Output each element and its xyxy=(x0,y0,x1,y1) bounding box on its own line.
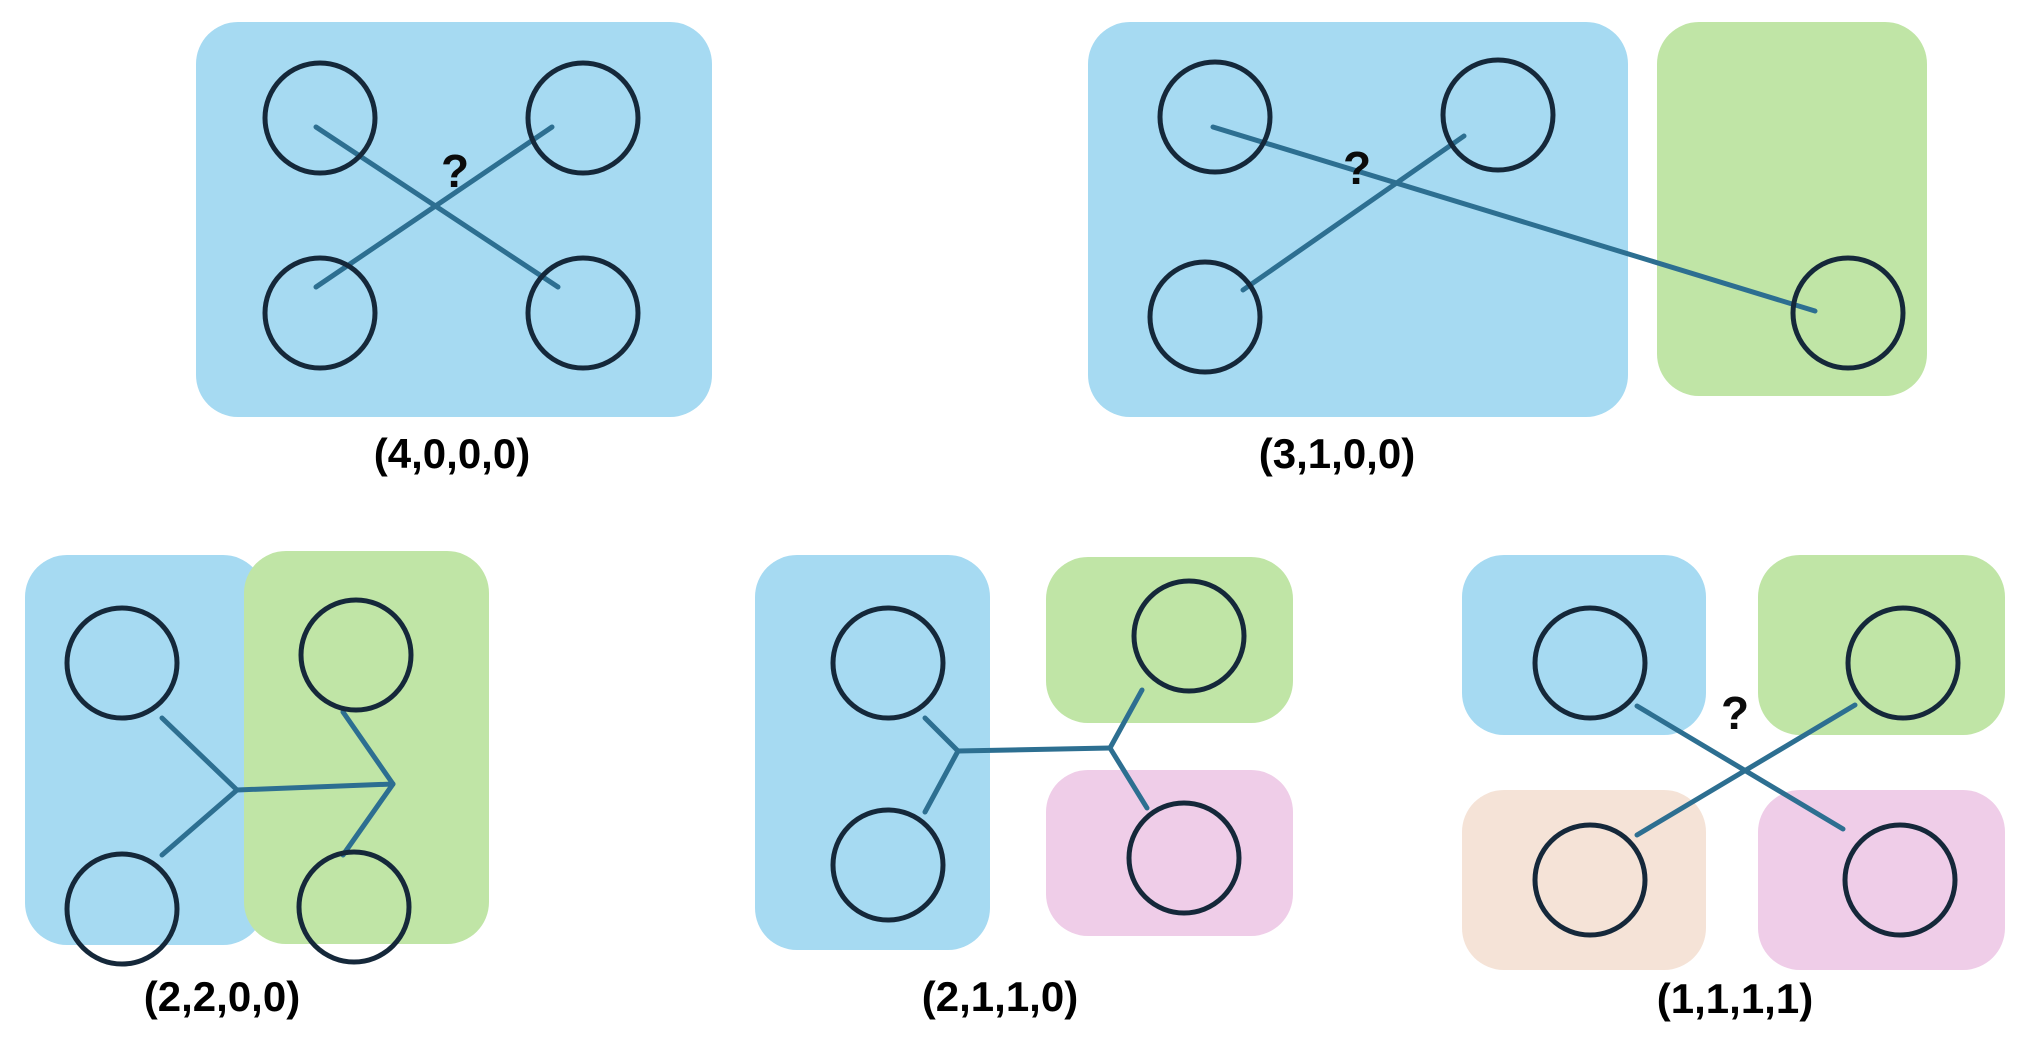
edge-blue-to-pink-1111 xyxy=(1634,703,1846,832)
question-mark-1111: ? xyxy=(1721,687,1749,739)
node-bottom-right-4000 xyxy=(525,255,641,371)
block-green-2110 xyxy=(1046,557,1293,723)
question-mark-4000: ? xyxy=(441,145,469,197)
node-green-2110 xyxy=(1131,578,1247,694)
node-green-3100 xyxy=(1790,255,1906,371)
block-blue-3100 xyxy=(1088,22,1628,417)
edge-bridge-2200 xyxy=(234,781,396,793)
panel-label-2200: (2,2,0,0) xyxy=(144,973,300,1020)
panel-4000: ? (4,0,0,0) xyxy=(196,22,712,477)
node-blue-top-2200 xyxy=(64,605,180,721)
panel-label-3100: (3,1,0,0) xyxy=(1259,430,1415,477)
node-top-right-3100 xyxy=(1440,57,1556,173)
node-top-right-4000 xyxy=(525,60,641,176)
node-pink-1111 xyxy=(1842,822,1958,938)
block-green-3100 xyxy=(1657,22,1927,396)
node-bottom-left-3100 xyxy=(1147,259,1263,375)
panel-label-4000: (4,0,0,0) xyxy=(374,430,530,477)
node-blue-bottom-2200 xyxy=(64,851,180,967)
node-top-left-4000 xyxy=(262,60,378,176)
node-pink-2110 xyxy=(1126,800,1242,916)
node-green-bottom-2200 xyxy=(296,849,412,965)
panel-2200: (2,2,0,0) xyxy=(25,551,489,1020)
block-pink-1111 xyxy=(1758,790,2005,970)
edge-right-y-2200 xyxy=(340,709,396,858)
block-blue-1111 xyxy=(1462,555,1706,735)
block-green-1111 xyxy=(1758,555,2005,735)
node-blue-bottom-2110 xyxy=(830,807,946,923)
node-top-left-3100 xyxy=(1157,59,1273,175)
question-mark-3100: ? xyxy=(1343,142,1371,194)
edge-tr-bl-4000 xyxy=(313,124,555,290)
node-green-1111 xyxy=(1845,605,1961,721)
panel-label-1111: (1,1,1,1) xyxy=(1657,975,1813,1022)
node-bottom-left-4000 xyxy=(262,255,378,371)
node-blue-1111 xyxy=(1532,605,1648,721)
edge-tl-to-green-3100 xyxy=(1210,124,1818,314)
panel-2110: (2,1,1,0) xyxy=(755,555,1293,1020)
edge-bridge-2110 xyxy=(955,745,1113,754)
panel-3100: ? (3,1,0,0) xyxy=(1088,22,1927,477)
block-blue-2200 xyxy=(25,555,265,945)
node-green-top-2200 xyxy=(298,597,414,713)
block-peach-1111 xyxy=(1462,790,1706,970)
block-pink-2110 xyxy=(1046,770,1293,936)
panel-1111: ? (1,1,1,1) xyxy=(1462,555,2005,1022)
block-blue-2110 xyxy=(755,555,990,950)
edge-tr-bl-3100 xyxy=(1240,133,1467,293)
edge-peach-to-green-1111 xyxy=(1634,702,1858,838)
node-blue-top-2110 xyxy=(830,605,946,721)
panel-label-2110: (2,1,1,0) xyxy=(922,973,1078,1020)
node-peach-1111 xyxy=(1532,822,1648,938)
edge-right-y-2110 xyxy=(1107,687,1150,811)
